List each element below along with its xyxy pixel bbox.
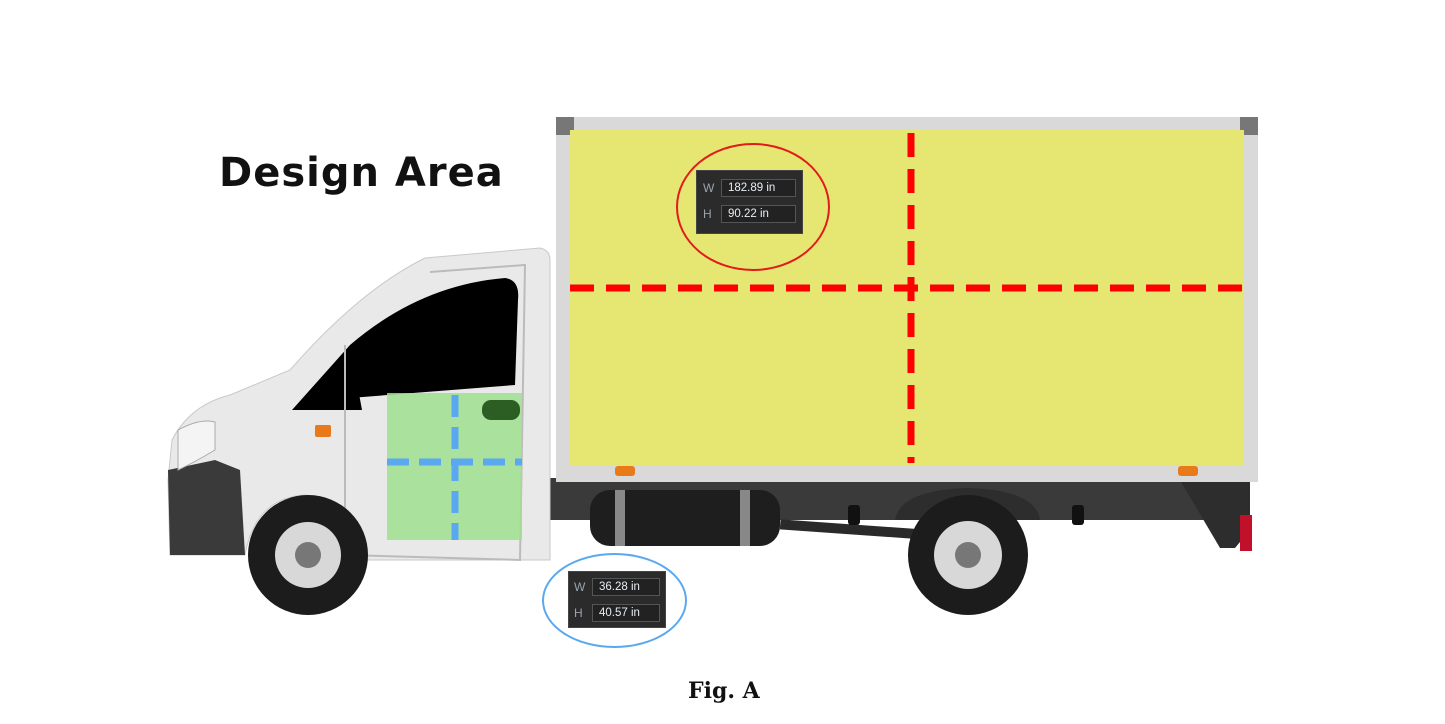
front-bumper	[168, 460, 245, 555]
width-label: W	[574, 580, 586, 594]
box-height-field[interactable]: 90.22 in	[721, 205, 796, 223]
door-dimension-highlight	[542, 553, 687, 648]
box-dimensions-panel: W 182.89 in H 90.22 in	[696, 170, 803, 234]
height-label: H	[574, 606, 583, 620]
figure-caption: Fig. A	[688, 678, 760, 704]
headlight	[177, 420, 216, 471]
tail-light	[1240, 515, 1252, 551]
side-window	[345, 278, 519, 410]
front-wheel	[248, 495, 368, 615]
fuel-tank	[590, 490, 780, 546]
page-title: Design Area	[219, 150, 504, 196]
door-width-field[interactable]: 36.28 in	[592, 578, 660, 596]
box-width-field[interactable]: 182.89 in	[721, 179, 796, 197]
width-label: W	[703, 181, 715, 195]
rear-wheel	[908, 495, 1028, 615]
door-dimensions-panel: W 36.28 in H 40.57 in	[568, 571, 666, 628]
door-height-field[interactable]: 40.57 in	[592, 604, 660, 622]
box-design-area	[570, 130, 1244, 465]
height-label: H	[703, 207, 712, 221]
box-dimension-highlight	[676, 143, 830, 271]
